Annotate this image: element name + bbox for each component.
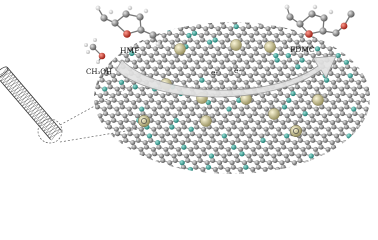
hmf-label: HMF — [120, 46, 139, 55]
methanol-molecule — [84, 38, 106, 64]
fdmc-molecule — [284, 4, 355, 38]
carbon-nanotube — [0, 66, 63, 141]
methanol-label: CH₃OH — [86, 68, 112, 76]
electron-label-2: e- — [234, 66, 241, 75]
hmf-molecule — [95, 5, 161, 47]
zoom-lines — [37, 79, 151, 144]
reaction-arrow — [115, 55, 337, 98]
catalysis-diagram: HMF FDMC CH₃OH e- e- — [0, 4, 370, 174]
fdmc-label: FDMC — [290, 45, 315, 54]
electron-label-1: e- — [211, 68, 218, 77]
diagram-canvas: HMF FDMC CH₃OH e- e- — [0, 4, 370, 174]
